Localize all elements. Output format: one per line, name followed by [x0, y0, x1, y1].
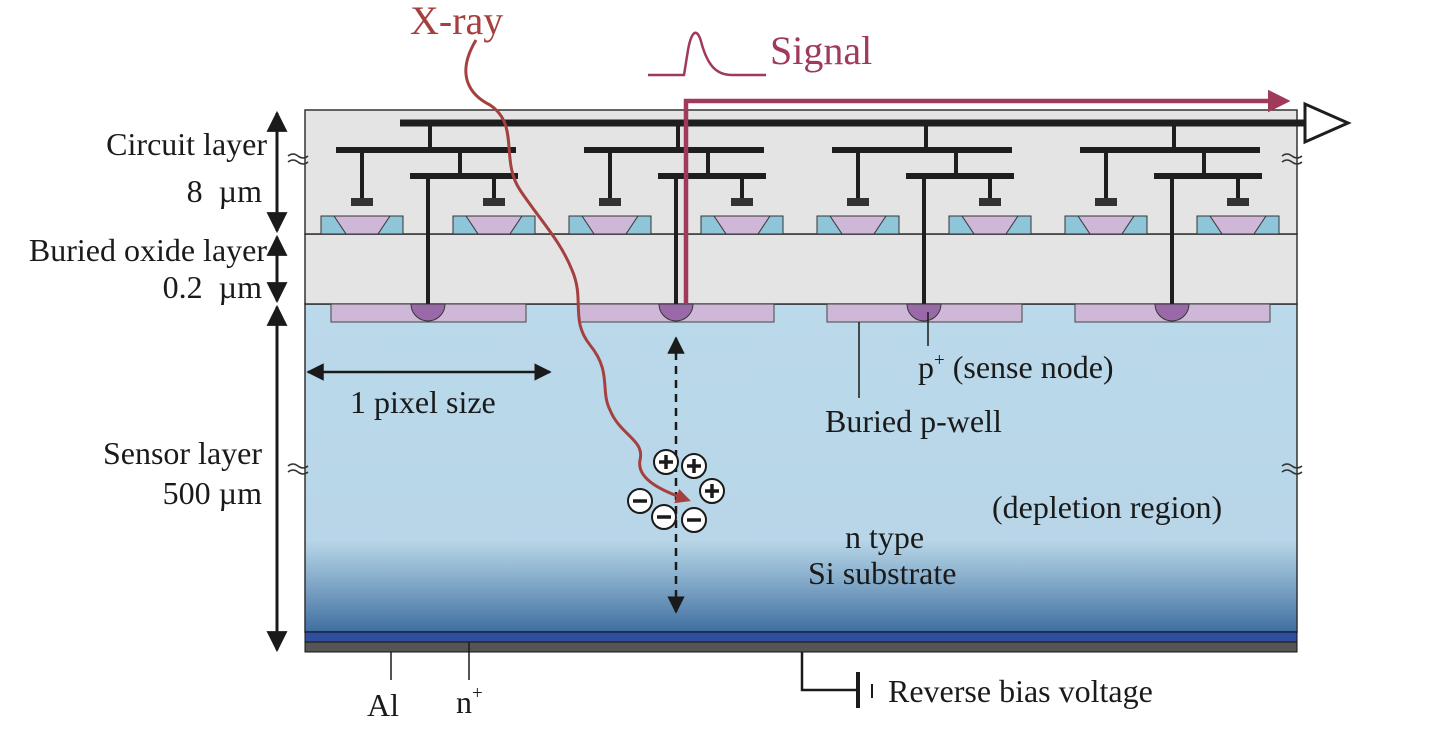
- transistor-gate: [979, 198, 1001, 206]
- transistor-drain: [625, 215, 652, 235]
- n-plus-layer: [304, 631, 1298, 643]
- pixel-array: [320, 123, 1280, 323]
- hole-charge-icon: [653, 449, 679, 475]
- transistor-gate: [351, 198, 373, 206]
- transistor-source: [568, 215, 595, 235]
- n-plus-label: n+: [456, 683, 483, 720]
- transistor-source: [816, 215, 843, 235]
- transistor-source: [948, 215, 975, 235]
- circuit-thickness-label: 8 µm: [187, 173, 262, 209]
- signal-label: Signal: [770, 28, 872, 73]
- transistor-drain: [1253, 215, 1280, 235]
- sense-node-rest: (sense node): [945, 349, 1114, 385]
- pixel-size-label: 1 pixel size: [350, 384, 496, 420]
- n-type-label: n type: [845, 519, 924, 555]
- al-layer: [304, 641, 1298, 653]
- n-plus-n: n: [456, 684, 472, 720]
- sense-node-label: p+ (sense node): [918, 349, 1114, 385]
- n-plus-sup: +: [472, 683, 483, 704]
- transistor-gate: [599, 198, 621, 206]
- electron-charge-icon: [681, 507, 707, 533]
- break-mark-icon: [1281, 153, 1303, 165]
- transistor-drain: [1005, 215, 1032, 235]
- sense-node: [658, 303, 694, 322]
- reverse-bias-label: Reverse bias voltage: [888, 673, 1153, 709]
- signal-pulse-icon: [648, 31, 766, 77]
- transistor-gate: [847, 198, 869, 206]
- buried-pwell-label: Buried p-well: [825, 403, 1002, 439]
- transistor-source: [1064, 215, 1091, 235]
- sense-node: [1154, 303, 1190, 322]
- transistor-drain: [757, 215, 784, 235]
- transistor-drain: [509, 215, 536, 235]
- transistor-gate: [1095, 198, 1117, 206]
- transistor-drain: [1121, 215, 1148, 235]
- transistor-gate: [1227, 198, 1249, 206]
- electron-charge-icon: [627, 488, 653, 514]
- transistor-source: [320, 215, 347, 235]
- sense-node-sup: +: [934, 350, 945, 371]
- break-mark-icons: [287, 153, 1303, 475]
- charge-carriers: [627, 449, 725, 533]
- xray-path: [464, 39, 691, 504]
- electron-charge-icon: [651, 504, 677, 530]
- hole-charge-icon: [681, 453, 707, 479]
- sense-node: [906, 303, 942, 322]
- hole-charge-icon: [699, 478, 725, 504]
- break-mark-icon: [1281, 463, 1303, 475]
- oxide-layer-label: Buried oxide layer: [29, 232, 267, 268]
- break-mark-icon: [287, 153, 309, 165]
- sense-node-p: p: [918, 349, 934, 385]
- si-substrate-label: Si substrate: [808, 555, 956, 591]
- transistor-gate: [483, 198, 505, 206]
- circuit-layer: [304, 109, 1298, 235]
- depletion-region-label: (depletion region): [992, 489, 1222, 525]
- sensor-layer-label: Sensor layer: [103, 435, 262, 471]
- sense-node: [410, 303, 446, 322]
- transistor-drain: [873, 215, 900, 235]
- sensor-thickness-label: 500 µm: [163, 475, 262, 511]
- al-label: Al: [367, 687, 399, 723]
- xray-label: X-ray: [410, 0, 503, 43]
- oxide-thickness-label: 0.2 µm: [163, 269, 262, 305]
- transistor-source: [1196, 215, 1223, 235]
- sensor-layer: [304, 303, 1298, 633]
- break-mark-icon: [287, 463, 309, 475]
- battery-icon: [800, 652, 873, 708]
- transistor-source: [452, 215, 479, 235]
- buried-oxide-layer: [304, 233, 1298, 305]
- circuit-layer-label: Circuit layer: [106, 126, 267, 162]
- amplifier-icon: [1303, 101, 1352, 145]
- transistor-source: [700, 215, 727, 235]
- signal-path: [683, 89, 1291, 304]
- transistor-drain: [377, 215, 404, 235]
- transistor-gate: [731, 198, 753, 206]
